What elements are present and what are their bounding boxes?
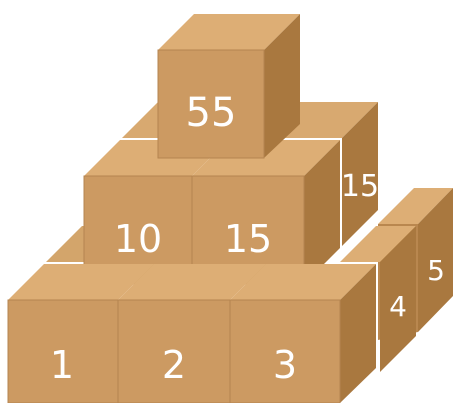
box-4-label: 4: [389, 290, 407, 323]
box-15: 15: [192, 140, 340, 284]
box-3-label: 3: [273, 343, 297, 387]
box-2-label: 2: [162, 343, 186, 387]
box-55: 55: [158, 14, 300, 158]
box-15-label: 15: [224, 217, 272, 261]
box-55-label: 55: [186, 90, 237, 136]
box-middle-back-right-label: 15: [341, 169, 379, 204]
box-10-label: 10: [114, 217, 162, 261]
box-5-label: 5: [427, 254, 445, 287]
box-3: 3: [230, 264, 376, 403]
box-1-label: 1: [50, 343, 74, 387]
